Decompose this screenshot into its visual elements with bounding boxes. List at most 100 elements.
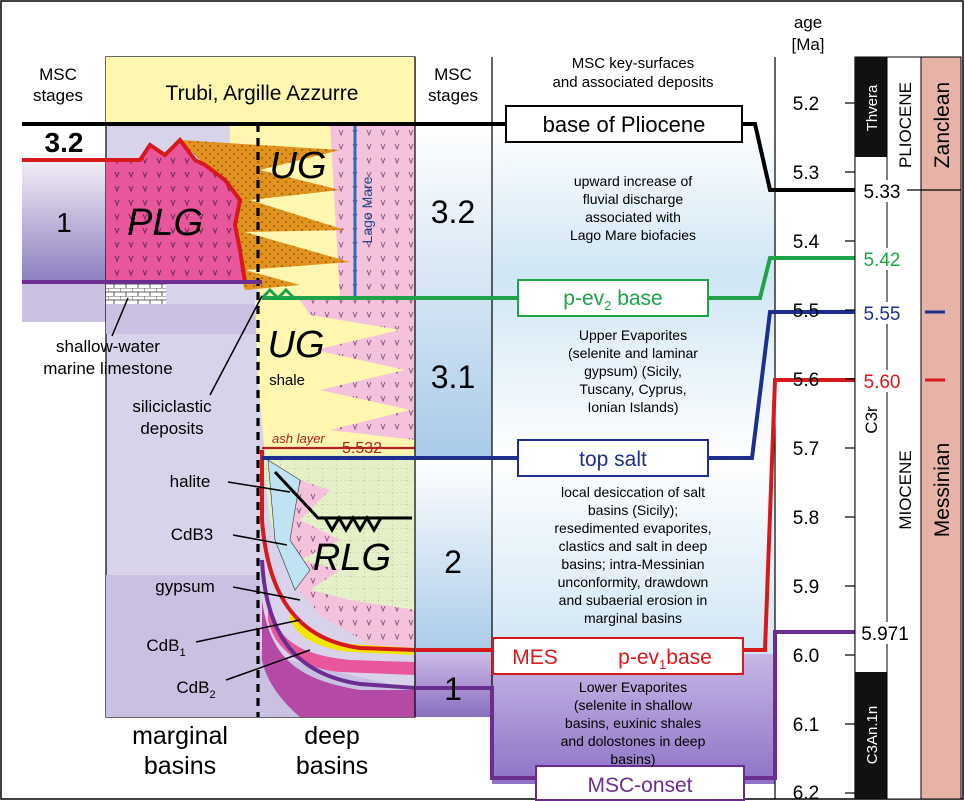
ash-layer-label: ash layer — [272, 431, 325, 446]
c3an-label: C3An.1n — [864, 706, 881, 764]
mid-stage-1 — [415, 654, 492, 717]
age-header-1: age — [794, 13, 822, 32]
shale-label: shale — [269, 372, 305, 389]
left-stage-column — [22, 160, 106, 322]
lower-basin-fill — [106, 575, 415, 717]
c3an-chron — [855, 672, 887, 799]
base-pliocene-box — [505, 105, 743, 143]
key-surfaces-header-1: MSC key-surfaces — [572, 55, 695, 72]
pev2-green-zigzag — [260, 287, 296, 301]
desc-2-line-4: clastics and salt in deep — [559, 538, 708, 554]
limestone-callout-2: marine limestone — [43, 359, 172, 378]
cdb1-leader — [195, 619, 301, 643]
description-32: upward increase of fluvial discharge ass… — [570, 173, 696, 243]
desc-1-line-5: basins) — [610, 751, 655, 767]
age-marker-542: 5.42 — [864, 250, 901, 271]
siliciclastic-callout-2: deposits — [140, 419, 203, 438]
age-tick-5-7: 5.7 — [793, 439, 819, 460]
mid-stage-32-label: 3.2 — [431, 194, 475, 230]
age-tick-5-5: 5.5 — [793, 301, 819, 322]
desc-32-line-3: associated with — [585, 209, 681, 225]
plg-pattern — [106, 140, 245, 282]
top-salt-label: top salt — [579, 448, 647, 471]
left-stage-1-label: 1 — [56, 207, 72, 238]
age-tick-labels: 5.2 5.3 5.4 5.5 5.6 5.7 5.8 5.9 6.0 6.1 … — [793, 94, 820, 801]
age-tick-5-6: 5.6 — [793, 370, 819, 391]
desc-1-line-2: (selenite in shallow — [574, 697, 693, 713]
base-pliocene-label: base of Pliocene — [543, 112, 706, 137]
gypsum-leader — [232, 586, 301, 601]
desc-1-line-3: basins, euxinic shales — [565, 715, 701, 731]
cdb2-callout: CdB2 — [176, 678, 215, 701]
desc-2-line-8: marginal basins — [584, 610, 682, 626]
desc-2-line-6: unconformity, drawdown — [558, 574, 709, 590]
cdb2-body — [262, 600, 415, 717]
mid-stage-2-label: 2 — [444, 544, 462, 580]
age-marker-5971: 5.971 — [861, 624, 909, 645]
marker-560-bg — [857, 370, 907, 392]
desc-2-line-5: basins; intra-Messinian — [561, 556, 704, 572]
description-2: local desiccation of salt basins (Sicily… — [554, 484, 711, 626]
age-tick-5-3: 5.3 — [793, 163, 819, 184]
age-tick-6-1: 6.1 — [793, 715, 819, 736]
left-stages-header-1: MSC — [39, 65, 77, 84]
thvera-chron — [855, 57, 887, 157]
cdb1-body — [268, 600, 415, 675]
left-stage-1-box — [22, 160, 106, 282]
left-limestone-base — [22, 282, 106, 322]
left-stage-32-label: 3.2 — [45, 127, 84, 158]
mid-stage-1-label: 1 — [444, 671, 462, 707]
cdb3-callout: CdB3 — [171, 525, 214, 544]
ug-upper-label: UG — [270, 145, 327, 187]
stage-column — [920, 56, 962, 800]
desc-31-line-3: gypsum) (Sicily, — [584, 363, 682, 379]
desc-32-line-4: Lago Mare biofacies — [570, 227, 696, 243]
limestone-block — [106, 282, 166, 304]
pev1-label: p-ev1base — [618, 646, 712, 672]
key-surfaces-header-2: and associated deposits — [553, 74, 714, 91]
desc-1-line-1: Lower Evaporites — [579, 679, 687, 695]
desc-2-line-3: resedimented evaporites, — [554, 520, 711, 536]
age-tick-5-8: 5.8 — [793, 508, 819, 529]
description-1: Lower Evaporites (selenite in shallow ba… — [561, 679, 706, 767]
desc-32-line-1: upward increase of — [574, 173, 692, 189]
formation-header: Trubi, Argille Azzurre — [166, 82, 359, 105]
desc-31-line-1: Upper Evaporites — [579, 327, 687, 343]
desc-2-line-2: basins (Sicily); — [588, 502, 678, 518]
pev2-label: p-ev2 base — [563, 287, 662, 313]
thvera-label: Thvera — [864, 84, 881, 131]
marker-533-bg — [857, 180, 907, 202]
cdb1-callout: CdB1 — [146, 636, 185, 659]
desc-stage2-band — [492, 458, 775, 654]
age-tick-5-9: 5.9 — [793, 577, 819, 598]
desc-32-line-2: fluvial discharge — [583, 191, 684, 207]
marginal-label-1: marginal — [132, 722, 228, 750]
age-tick-5-4: 5.4 — [793, 232, 820, 253]
age-marker-560: 5.60 — [864, 372, 901, 393]
top-salt-blue-line — [262, 310, 860, 460]
age-tick-5-2: 5.2 — [793, 94, 819, 115]
pev2-box — [517, 279, 709, 317]
mid-stage-upper — [415, 124, 492, 458]
mes-box — [492, 637, 744, 675]
siliciclastic-callout-1: siliciclastic — [132, 397, 212, 416]
purple-outer-curve — [260, 559, 416, 690]
limestone-leader — [111, 297, 129, 337]
age-tick-marks — [845, 102, 855, 794]
trubi-header-band — [106, 57, 415, 124]
cdb3-body — [267, 459, 311, 591]
age-tick-6-0: 6.0 — [793, 646, 819, 667]
ug-lower-label: UG — [268, 324, 325, 366]
desc-31-line-2: (selenite and laminar — [568, 345, 698, 361]
desc-2-line-7: and subaerial erosion in — [559, 592, 708, 608]
marker-5971-bg — [857, 622, 913, 644]
miocene-label: MIOCENE — [896, 450, 915, 529]
desc-stage1-band — [492, 654, 775, 784]
halite-callout: halite — [170, 472, 211, 491]
age-tick-6-2: 6.2 — [793, 783, 819, 801]
cdb2-leader — [225, 649, 311, 681]
mes-label: MES — [512, 646, 558, 669]
marker-555-bg — [857, 302, 907, 324]
siliciclastic-leader — [209, 295, 263, 396]
